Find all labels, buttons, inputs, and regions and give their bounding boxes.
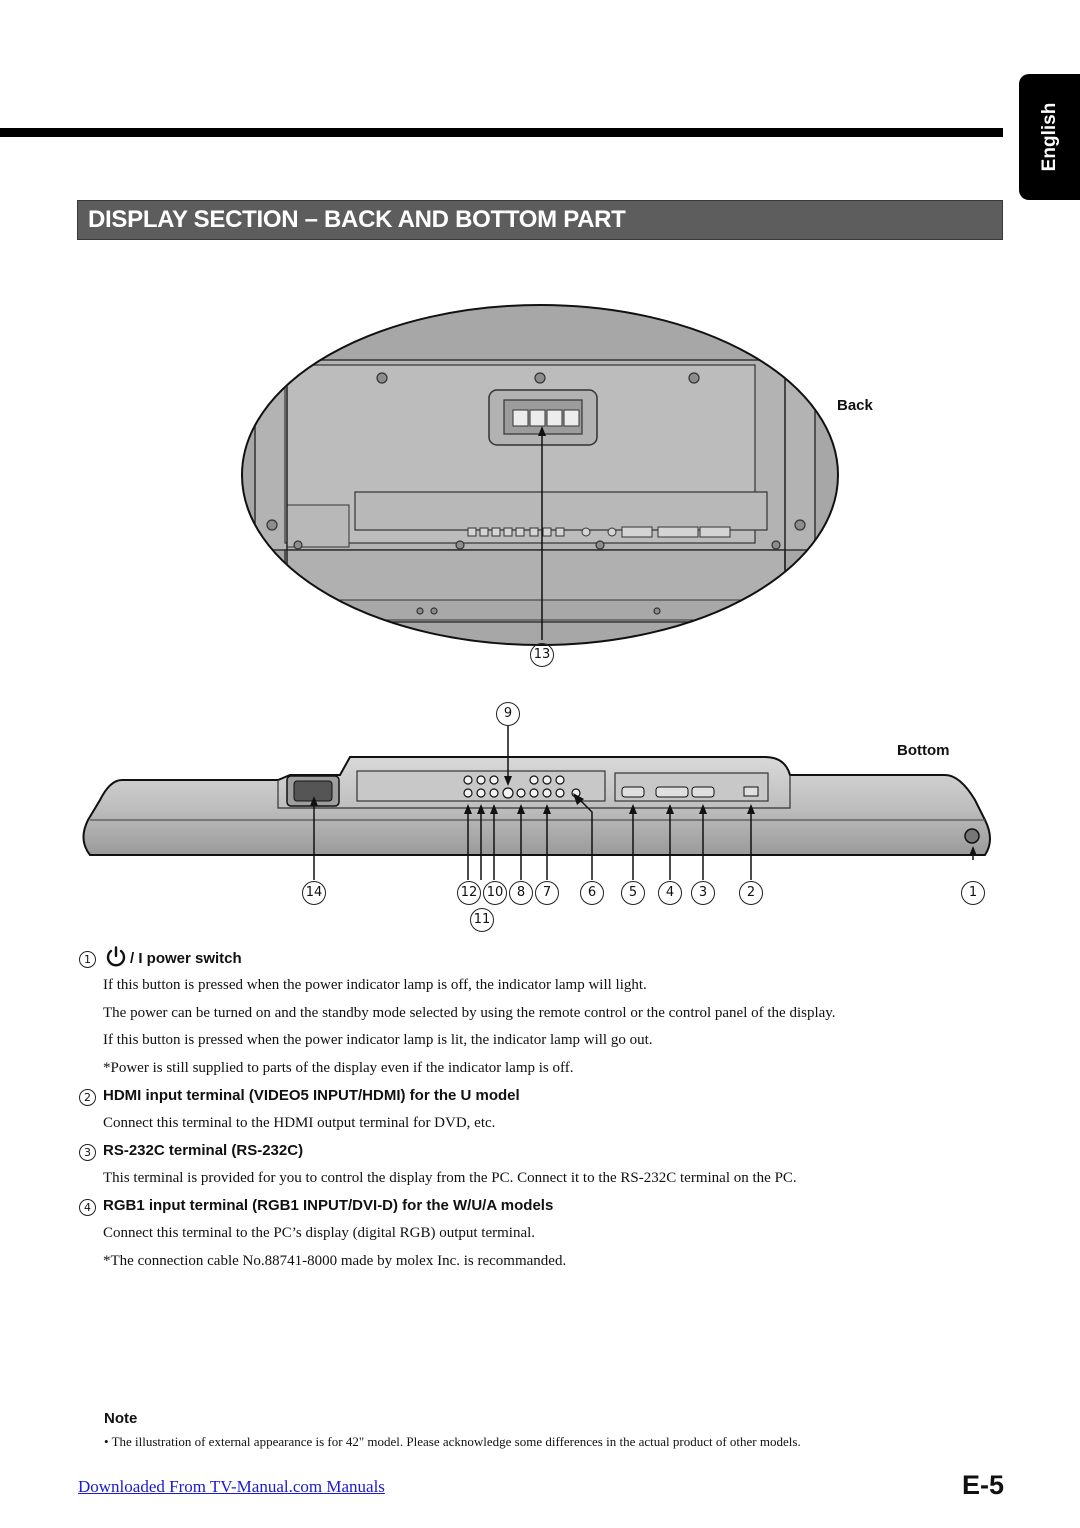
section-3-paragraph: This terminal is provided for you to con… (103, 1170, 797, 1186)
section-4-paragraph: Connect this terminal to the PC’s displa… (103, 1225, 536, 1241)
section-title-bar: DISPLAY SECTION – BACK AND BOTTOM PART (77, 200, 1003, 240)
section-1-paragraph: *Power is still supplied to parts of the… (103, 1060, 574, 1076)
display-diagram (82, 304, 991, 880)
top-rule (0, 128, 1003, 137)
callout-12: 12 (457, 881, 481, 905)
section-1-paragraph: If this button is pressed when the power… (103, 977, 647, 993)
section-4-heading: RGB1 input terminal (RGB1 INPUT/DVI-D) f… (103, 1197, 554, 1214)
section-1-heading: / I power switch (130, 950, 242, 967)
callout-7: 7 (535, 881, 559, 905)
note-title: Note (104, 1410, 138, 1427)
page-number: E-5 (962, 1470, 1005, 1500)
source-link[interactable]: Downloaded From TV-Manual.com Manuals (78, 1477, 385, 1496)
section-3-heading: RS-232C terminal (RS-232C) (103, 1142, 304, 1159)
back-label: Back (837, 397, 873, 414)
callout-13: 13 (530, 643, 554, 667)
section-2-heading: HDMI input terminal (VIDEO5 INPUT/HDMI) … (103, 1087, 520, 1104)
callout-8: 8 (509, 881, 533, 905)
callout-10: 10 (483, 881, 507, 905)
section-1-paragraph: The power can be turned on and the stand… (103, 1005, 836, 1021)
bottom-label: Bottom (897, 742, 950, 759)
section-1-number: 1 (79, 951, 96, 968)
callout-5: 5 (621, 881, 645, 905)
callout-11: 11 (470, 908, 494, 932)
page-title: DISPLAY SECTION – BACK AND BOTTOM PART (88, 206, 626, 233)
bottom-view (82, 756, 991, 856)
callout-4: 4 (658, 881, 682, 905)
language-tab: English (1019, 74, 1080, 200)
power-icon (106, 946, 126, 967)
section-3-number: 3 (79, 1144, 96, 1161)
section-1-paragraph: If this button is pressed when the power… (103, 1032, 653, 1048)
callout-1: 1 (961, 881, 985, 905)
callout-2: 2 (739, 881, 763, 905)
callout-14: 14 (302, 881, 326, 905)
callout-3: 3 (691, 881, 715, 905)
section-4-paragraph: *The connection cable No.88741-8000 made… (103, 1253, 567, 1269)
section-2-paragraph: Connect this terminal to the HDMI output… (103, 1115, 496, 1131)
section-4-number: 4 (79, 1199, 96, 1216)
callout-6: 6 (580, 881, 604, 905)
callout-9: 9 (496, 702, 520, 726)
back-view (242, 305, 838, 645)
section-2-number: 2 (79, 1089, 96, 1106)
note-text: • The illustration of external appearanc… (104, 1434, 801, 1449)
